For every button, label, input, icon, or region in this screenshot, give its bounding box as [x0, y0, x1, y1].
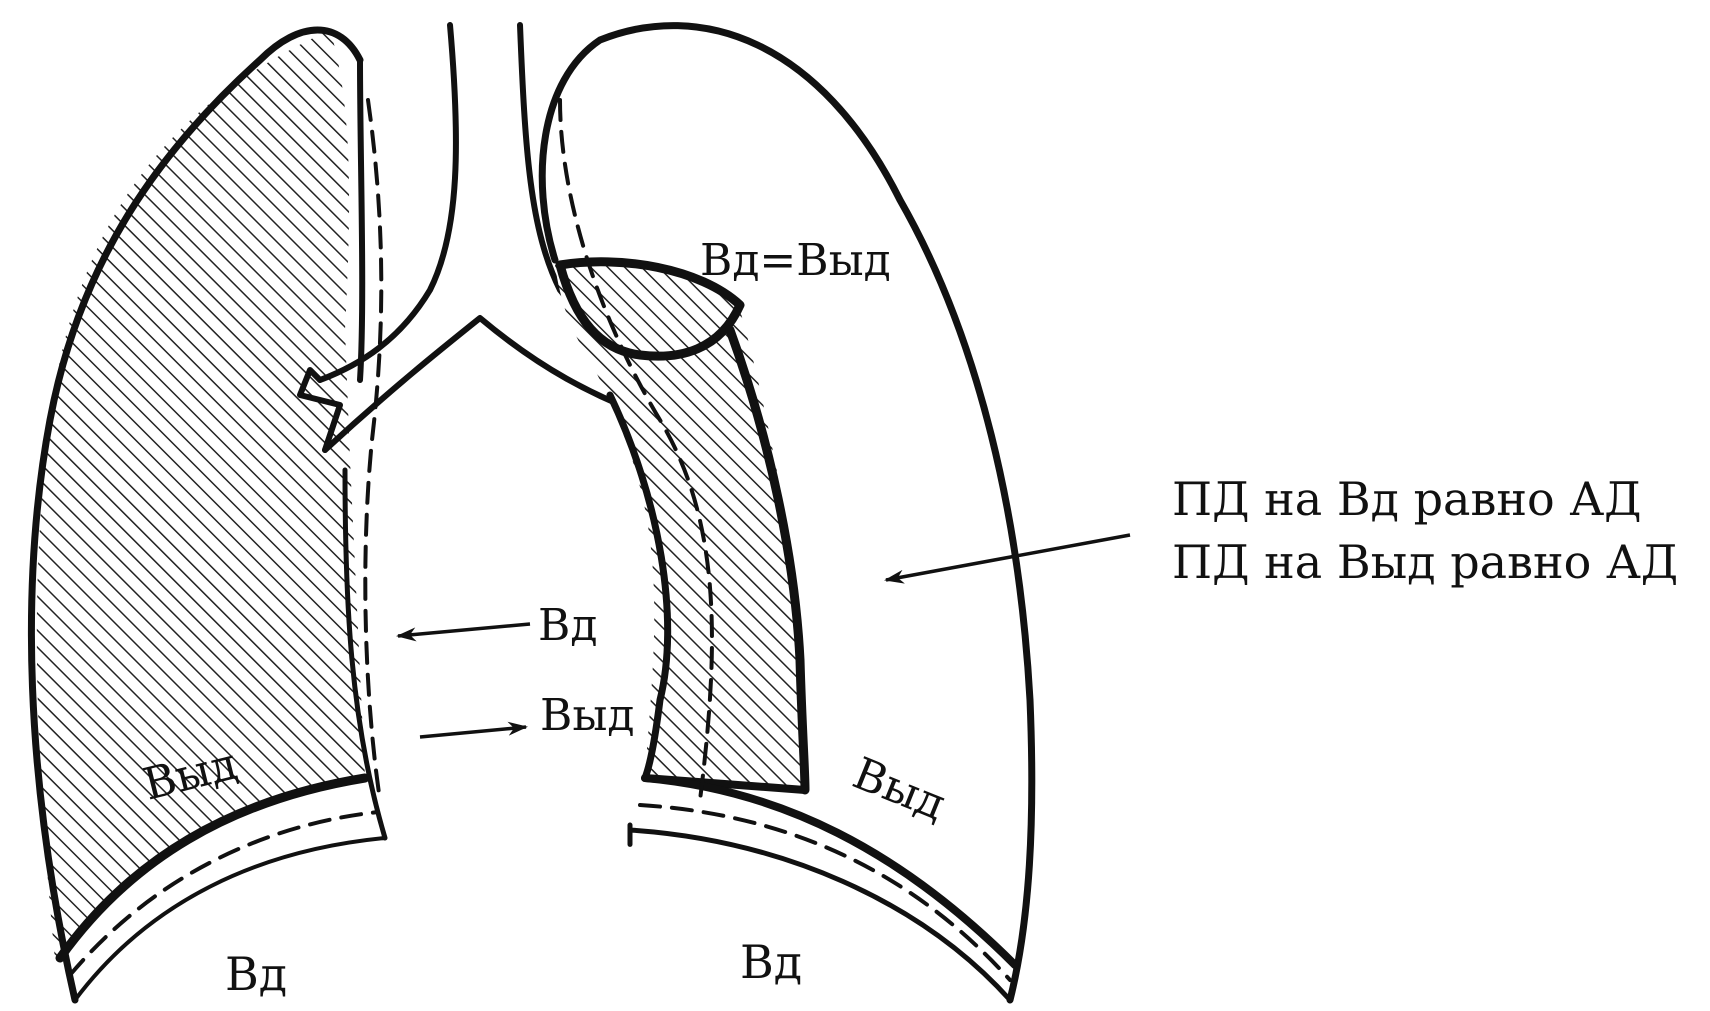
label-vyd-center: Выд	[540, 690, 634, 741]
label-vd-center: Вд	[538, 600, 597, 651]
labels: Вд=Выд Вд Выд Выд Выд Вд Вд ПД на Вд рав…	[138, 235, 1678, 1001]
annotation-line-2: ПД на Выд равно АД	[1172, 535, 1678, 589]
label-vd-equal-vyd: Вд=Выд	[700, 235, 891, 286]
right-pleura-outline	[542, 26, 1032, 1000]
right-lung	[542, 26, 1032, 1000]
annotation-line-1: ПД на Вд равно АД	[1172, 472, 1642, 526]
left-lung-medial-edge	[360, 60, 362, 380]
arrow-vyd-outward	[420, 727, 526, 737]
label-vyd-right-lung: Выд	[846, 748, 953, 831]
arrow-annotation	[886, 535, 1130, 580]
left-lung-hatched-tissue	[37, 30, 365, 960]
label-vd-bottom-left: Вд	[225, 947, 287, 1001]
left-lung	[31, 30, 385, 1000]
label-vd-bottom-right: Вд	[740, 935, 802, 989]
left-medial-dashed	[365, 100, 381, 800]
right-bottom-dashed	[640, 805, 1010, 980]
right-collapsed-bottom-line	[645, 778, 1015, 965]
arrow-vd-inward	[398, 624, 530, 636]
right-pleura-bottom	[630, 830, 1010, 1000]
